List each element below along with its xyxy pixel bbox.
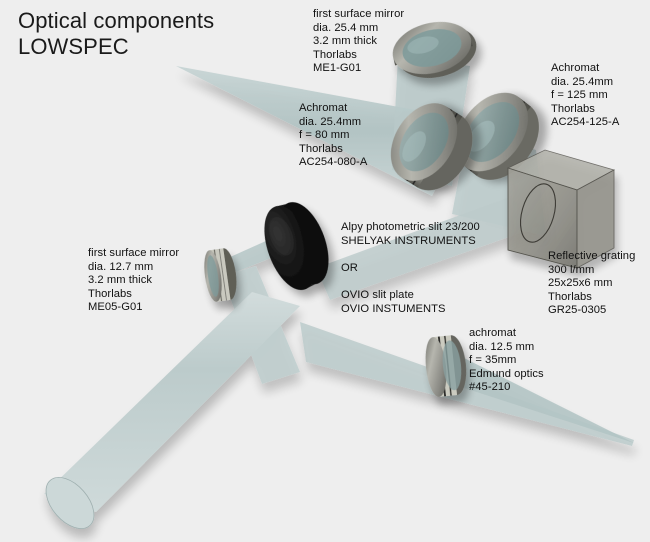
achromat35-front-rim xyxy=(425,337,447,397)
component-mirror-25mm xyxy=(392,21,477,79)
component-achromat-80 xyxy=(390,103,473,191)
mirror-25mm-highlight xyxy=(407,36,439,54)
beam-grating-to-lower xyxy=(316,196,540,300)
label-achromat-80: Achromat dia. 25.4mm f = 80 mm Thorlabs … xyxy=(299,102,368,169)
achromat35-glass xyxy=(442,340,462,391)
mirror-12mm-groove-2 xyxy=(218,248,228,301)
slit-plate-sheen xyxy=(269,217,294,256)
beam-lower-converging xyxy=(452,352,634,443)
page-title-line1: Optical components xyxy=(18,8,215,33)
page-title: Optical components LOWSPEC xyxy=(18,8,214,60)
component-achromat-125 xyxy=(456,92,539,180)
component-achromat-35 xyxy=(425,335,467,397)
component-slit-plate xyxy=(264,202,329,291)
component-reflective-grating xyxy=(506,149,616,269)
label-mirror-25mm: first surface mirror dia. 25.4 mm 3.2 mm… xyxy=(313,8,405,75)
label-mirror-12mm: first surface mirror dia. 12.7 mm 3.2 mm… xyxy=(88,247,180,314)
label-reflective-grating: Reflective grating 300 l/mm 25x25x6 mm T… xyxy=(548,250,636,317)
grating-side-face xyxy=(576,169,615,269)
beam-collimated-endcap xyxy=(45,477,95,529)
mirror-12mm-surface xyxy=(207,255,219,297)
page-title-line2: LOWSPEC xyxy=(18,34,129,59)
label-achromat-35: achromat dia. 12.5 mm f = 35mm Edmund op… xyxy=(469,327,544,394)
beam-collimated-body xyxy=(44,292,300,512)
label-achromat-125: Achromat dia. 25.4mm f = 125 mm Thorlabs… xyxy=(551,62,620,129)
grating-active-area xyxy=(519,183,557,243)
label-slit-plate: Alpy photometric slit 23/200 SHELYAK INS… xyxy=(341,221,480,315)
achromat125-glass-highlight xyxy=(467,120,495,152)
component-mirror-12mm xyxy=(204,248,237,302)
achromat80-glass-highlight xyxy=(402,131,426,162)
